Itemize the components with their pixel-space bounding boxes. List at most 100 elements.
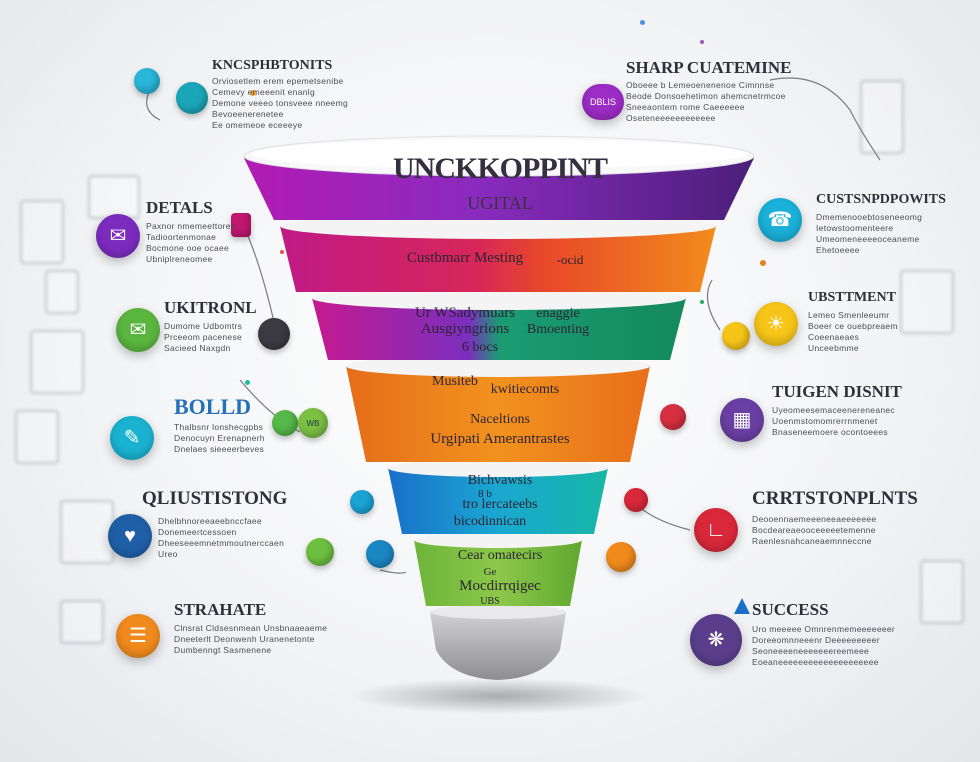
confetti-dot [280,250,284,254]
callout-body: Thalbsnr lonshecgpbs Denocuyn Erenapnerh… [174,422,265,455]
funnel-tip [430,612,566,680]
green-balloon [272,410,298,436]
callout-body: Paxnor nmemeettoree Tadioortenmonae Bocm… [146,221,236,265]
callout-heading: SHARP CUATEMINE [626,58,792,77]
connector-line [247,235,275,323]
ghost-device [88,175,140,219]
callout-line: Eoeaneeeeeeeeeeeeeeeeeeee [752,657,879,667]
callout-heading: CUSTSNPDPOWITS [816,192,946,207]
lightbulb-icon: ❋ [690,614,742,666]
callout-line: Bocmone ooe ocaee [146,243,230,253]
layer3-right-text-b: Bmoenting [526,322,590,337]
confetti-dot [640,20,645,25]
callout-body: Oboeee b Lemeoenenenoe Cimnnse Beode Don… [626,80,791,124]
confetti-dot [700,300,704,304]
callout-line: Uyeomeesemaceenereneanec [772,405,895,415]
callout-crrtstonplnts: CRRTSTONPLNTS Deooennaemeeeneeaeeeeeee B… [752,488,918,547]
funnel-layer-4-rim [346,355,650,377]
ghost-device [60,600,104,644]
callout-line: Tadioortenmonae [146,232,217,242]
funnel-tip-rim [430,605,566,619]
ghost-device [900,270,954,334]
funnel-layer-2 [280,226,716,292]
callout-line: Ietowstoomenteere [816,223,894,233]
phone-icon: ☎ [758,198,802,242]
callout-body: Dhelbhnoreeaeebnccfaee Donemeertcessoen … [158,516,287,560]
layer3-text-b: Ausgiyngrions [420,321,510,337]
callout-line: Coeenaeaes [808,332,860,342]
callout-line: Sneeaontem rome Caeeeeee [626,102,745,112]
ghost-device [30,330,84,394]
callout-heading: BOLLD [174,394,252,419]
callout-success: SUCCESS Uro meeeee Omnrenmemeeeeeeer Dor… [752,600,895,668]
funnel-layer-6 [414,540,582,606]
callout-heading: CRRTSTONPLNTS [752,488,918,509]
callout-top-left: KNCSPHBTONITS Orviosetlem erem epemetsen… [212,58,348,131]
chat-icon: ✉ [96,214,140,258]
layer4-text-b: kwitiecomts [490,382,560,397]
bulb-icon: ☀ [754,302,798,346]
tablet-icon: ▦ [720,398,764,442]
envelope-icon: ✉ [116,308,160,352]
green-balloon-label: WB [298,408,328,438]
callout-custsnpdpowits: CUSTSNPDPOWITS Dmemenooebtoseneeomg Ieto… [816,192,946,256]
callout-line: Bnaseneemoere ocontoeees [772,427,888,437]
orange-balloon [606,542,636,572]
layer5-text-a: Bichvawsis [467,473,533,488]
callout-strahate: STRAHATE Clnsrat Cldsesnmean Unsbnaaeaem… [174,600,327,656]
callout-line: Clnsrat Cldsesnmean Unsbnaaeaeme [174,623,328,633]
ghost-device [45,270,79,314]
callout-line: Bevoeenerenetee [212,109,284,119]
layer6-text-b: Ge [483,566,497,578]
confetti-dot [700,40,704,44]
funnel-layer-3 [312,298,686,360]
callout-line: Ee omemeoe eceeeye [212,120,303,130]
callout-line: Bocdeareaeooceeeeetemenne [752,525,876,535]
callout-line: Lemeo Smenleeumr [808,310,890,320]
callout-body: Orviosetlem erem epemetsenibe Cemevy eme… [212,76,348,131]
callout-ukitrond: UKITRONL Dumome Udbomtrs Prceeom pacenes… [164,298,257,354]
funnel-subtitle: UGITAL [467,193,533,213]
ghost-device [15,410,59,464]
callout-line: Ubniplreneomee [146,254,213,264]
callout-tuigen: TUIGEN DISNIT Uyeomeesemaceenereneanec U… [772,382,902,438]
confetti-dot [250,90,256,96]
callout-line: Uoenmstomomrerrnmenet [772,416,878,426]
layer2-right-text: -ocid [556,252,584,267]
callout-line: Sacieed Naxgdn [164,343,231,353]
layer4-text-c: Naceltions [470,412,530,427]
layer6-text-a: Cear omatecirs [457,548,543,563]
ghost-device [860,80,904,154]
callout-line: Demone veeeo tonsveee nneemg [212,98,348,108]
marker-badge [231,213,251,237]
layer3-right-text-a: enaggie [536,306,580,321]
callout-body: Uyeomeesemaceenereneanec Uoenmstomomrerr… [772,405,902,438]
teal-balloon [176,82,208,114]
blue-balloon [366,540,394,568]
pen-icon: ✎ [110,416,154,460]
clipboard-icon: ☰ [116,614,160,658]
callout-line: Deooennaemeeeneeaeeeeeee [752,514,877,524]
callout-line: Umeomeneeeeoceaneme [816,234,920,244]
green-balloon [306,538,334,566]
layer6-text-c: Mocdirrqigec [459,578,541,594]
callout-top-right: SHARP CUATEMINE Oboeee b Lemeoenenenoe C… [626,58,791,124]
callout-line: Dheeseeemnetmmoutnerccaen [158,538,285,548]
connector-line [769,77,881,161]
layer4-text-d: Urgipati Amerantrastes [430,431,570,447]
callout-line: Dumome Udbomtrs [164,321,243,331]
connector-line [706,279,721,331]
badge-label: DBLIS [589,96,616,107]
callout-line: Raenlesnahcaneaemnneccne [752,536,872,546]
callout-line: Dnelaes sieeeerbeves [174,444,265,454]
callout-body: Dumome Udbomtrs Prceeom pacenese Sacieed… [164,321,257,354]
callout-body: Dmemenooebtoseneeomg Ietowstoomenteere U… [816,212,946,256]
callout-line: Dneeterlt Deonwenh Uranenetonte [174,634,315,644]
callout-body: Lemeo Smenleeumr Boeer ce ouebpreaem Coe… [808,310,898,354]
callout-line: Seoneeeeneeeeeeereemeee [752,646,870,656]
callout-heading: TUIGEN DISNIT [772,382,902,401]
layer5-text-c: tro lercateebs [462,497,538,512]
chart-icon: ∟ [694,508,738,552]
layer4-text-a: Musiteb [432,374,478,389]
